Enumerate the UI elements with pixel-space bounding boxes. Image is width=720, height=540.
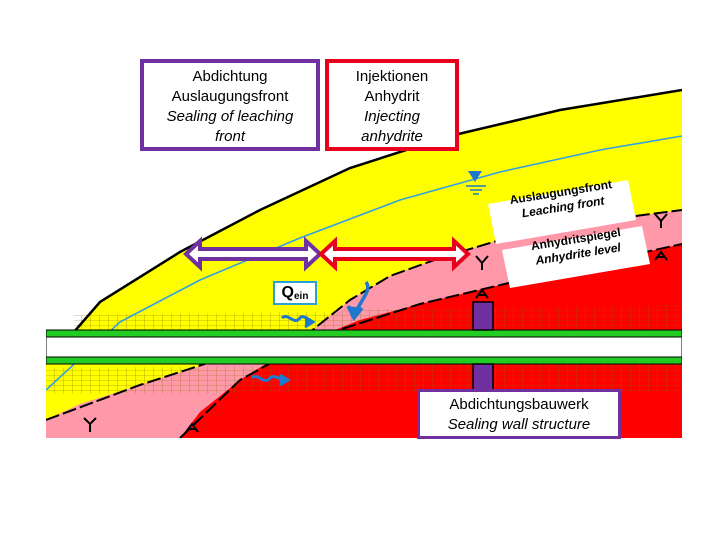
sealing-title-en: Sealing of leaching — [166, 108, 294, 125]
sealing-title-de: Abdichtung — [192, 68, 268, 85]
inflow-arrow-icon — [250, 373, 291, 387]
q-symbol: Q — [281, 284, 294, 301]
injecting-double-arrow-icon — [318, 236, 471, 272]
rock-mesh-upper — [74, 305, 682, 336]
injecting-title-de: Injektionen — [355, 68, 429, 85]
inflow-arrow-icon — [280, 315, 316, 329]
groundwater-line — [46, 135, 682, 391]
water-level-icon — [466, 171, 486, 195]
sealing-plug-icon — [472, 301, 494, 331]
sealing-subtitle-en: front — [214, 128, 245, 145]
sealing-plug-icon — [472, 363, 494, 393]
q-subscript: ein — [294, 291, 309, 302]
anhydrite-level-label-band — [502, 226, 650, 288]
leaching-front-label-band — [488, 180, 636, 244]
tunnel-bore — [46, 336, 682, 358]
sealing-wall-structure-box: Abdichtungsbauwerk Sealing wall structur… — [417, 389, 621, 439]
injecting-subtitle-en: anhydrite — [361, 128, 423, 145]
injecting-title-en: Injecting — [364, 108, 420, 125]
rock-mesh-lower — [46, 362, 682, 394]
sealing-subtitle-de: Auslaugungsfront — [171, 88, 289, 105]
injecting-subtitle-de: Anhydrit — [364, 88, 420, 105]
anhydrite-level-line — [179, 243, 682, 438]
tunnel-lower-lining — [46, 356, 682, 365]
wall-title-de: Abdichtungsbauwerk — [449, 396, 589, 413]
tunnel-upper-lining — [46, 329, 682, 338]
injection-arrow-icon — [346, 280, 370, 322]
ground-surface-line — [46, 88, 682, 365]
sealing-leaching-front-box: Abdichtung Auslaugungsfront Sealing of l… — [140, 59, 320, 151]
wall-title-en: Sealing wall structure — [447, 416, 591, 433]
injecting-anhydrite-box: Injektionen Anhydrit Injecting anhydrite — [325, 59, 459, 151]
contact-marker-icon — [83, 213, 668, 433]
inflow-q-label: Qein — [273, 281, 317, 305]
